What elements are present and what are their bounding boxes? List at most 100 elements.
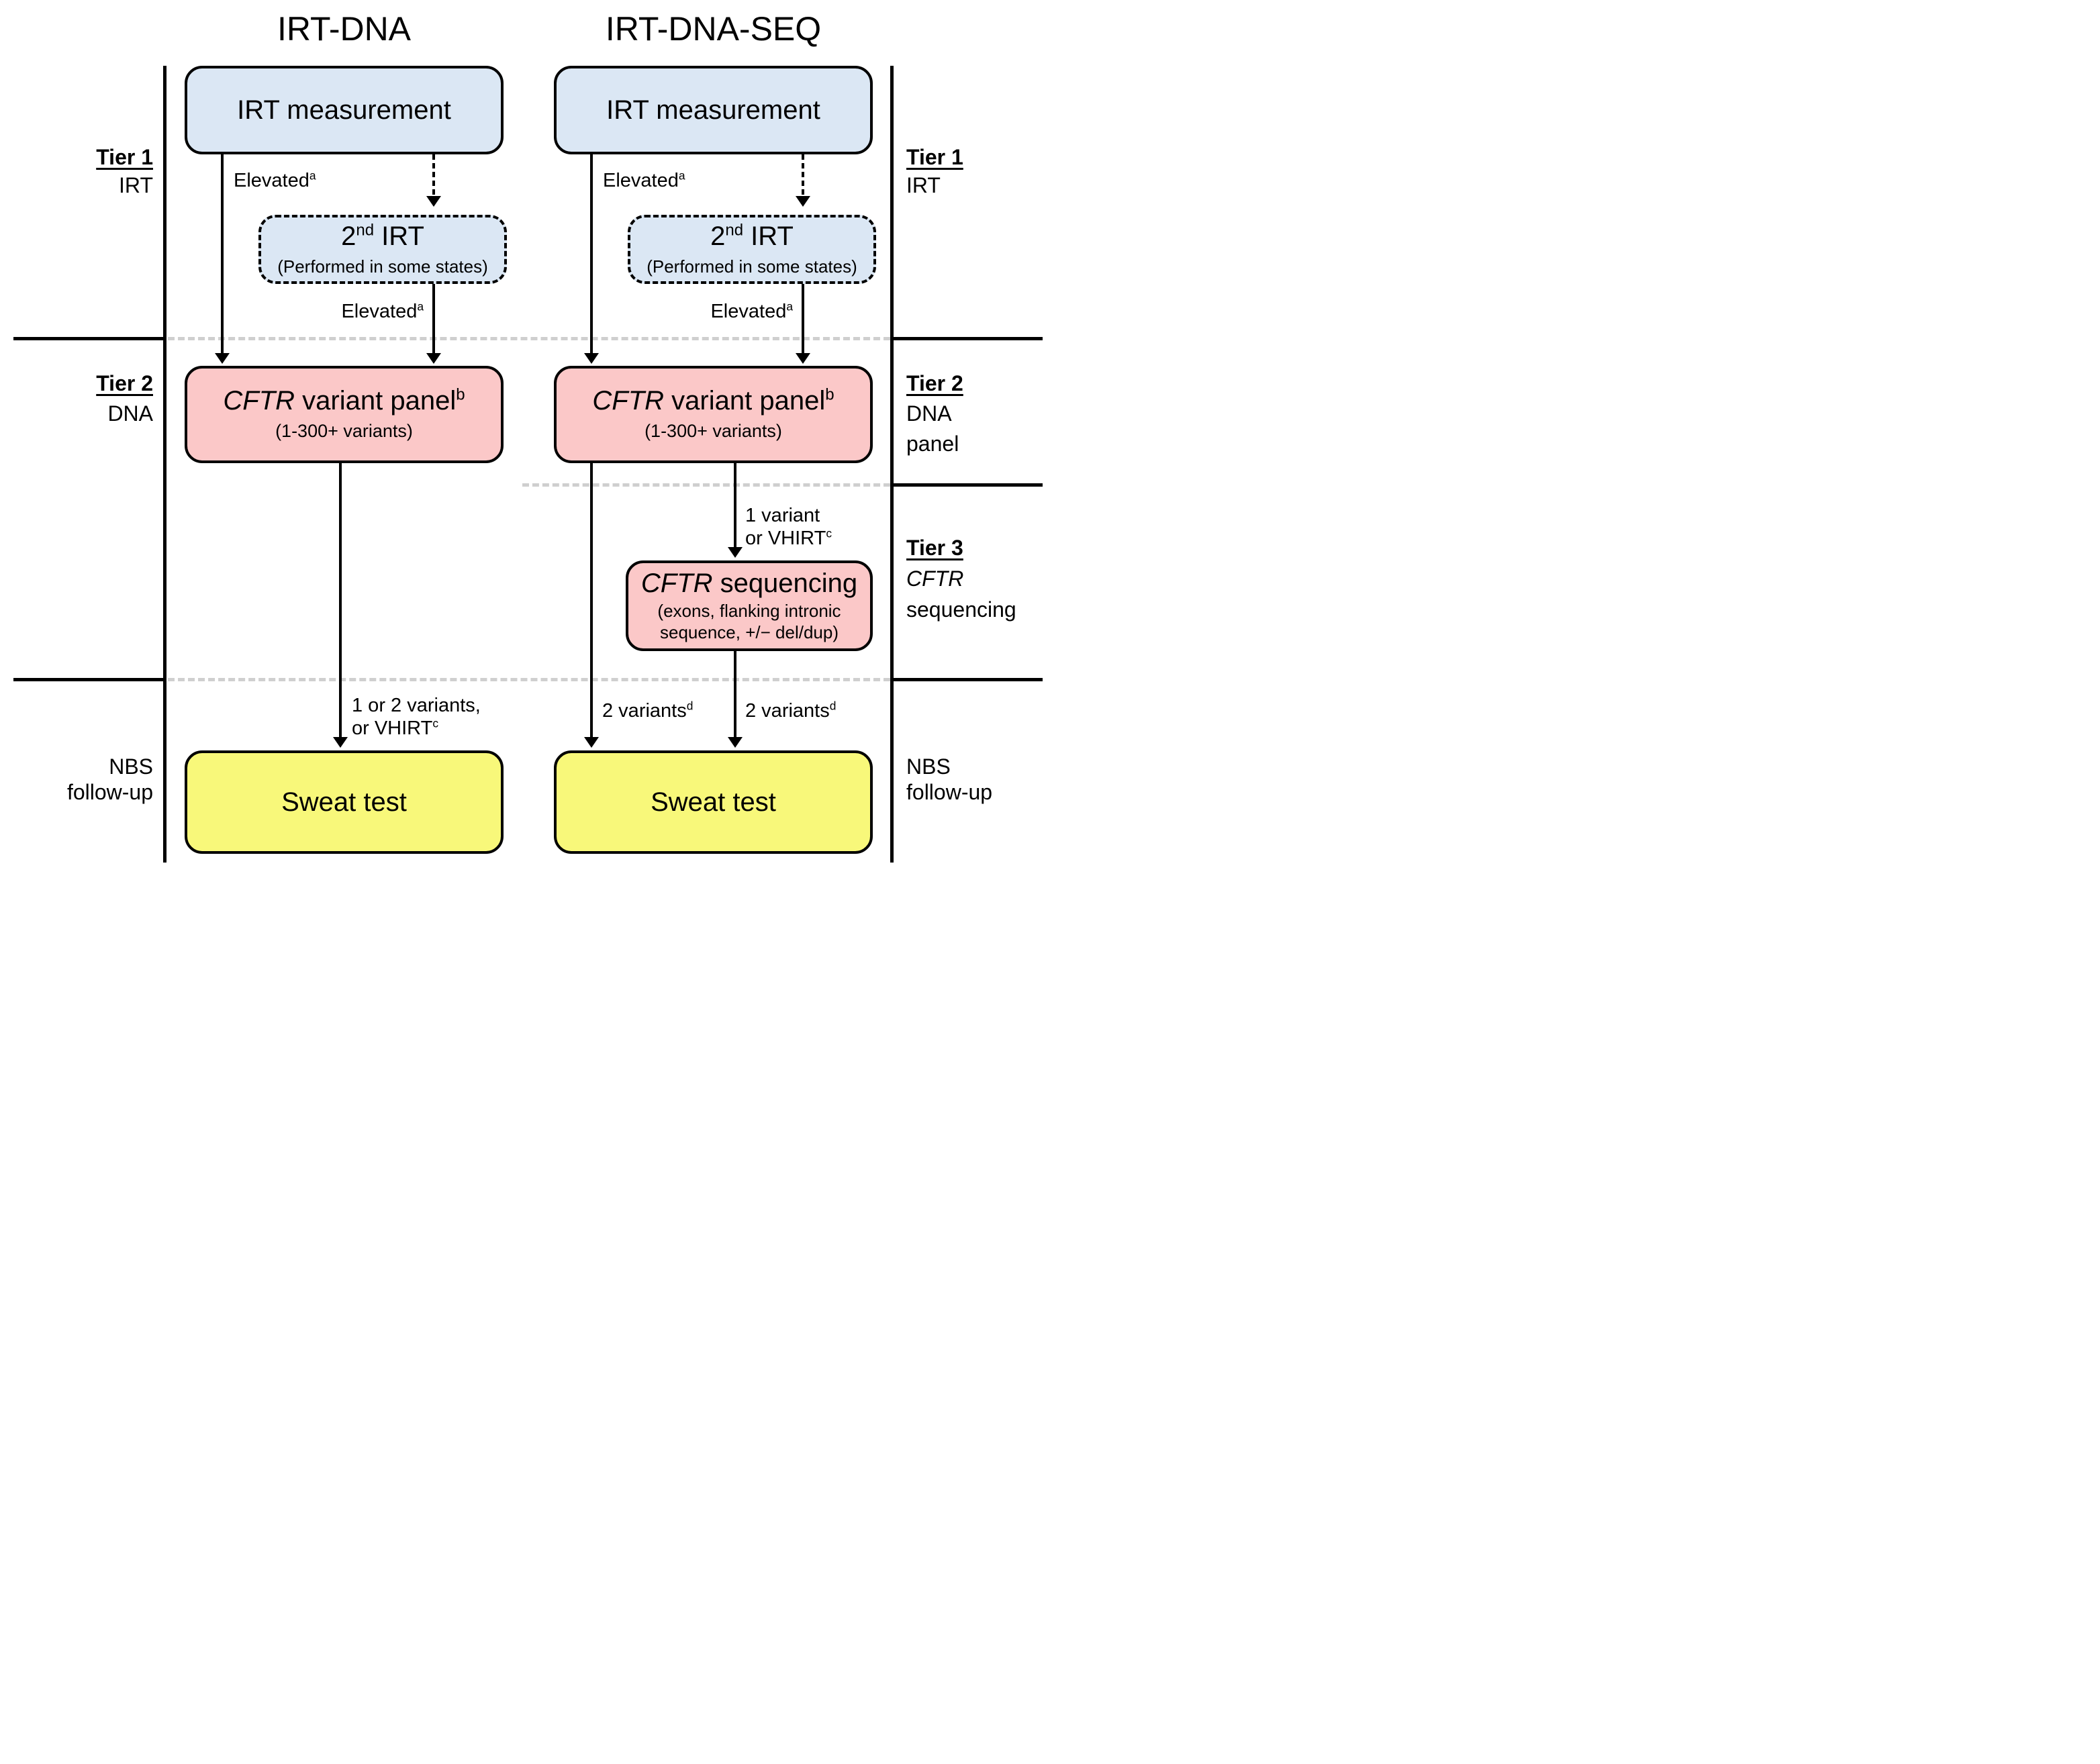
left-variant-panel-footnote: b: [456, 385, 465, 404]
right-sweat-test-box: Sweat test: [554, 750, 873, 854]
right-cftr-sequencing-gene-name: CFTR: [640, 568, 713, 598]
left-rail-line: [163, 66, 166, 863]
column-title-irt-dna: IRT-DNA: [277, 10, 412, 48]
left-panel-to-sweat-label: 1 or 2 variants, or VHIRTc: [352, 695, 481, 740]
left-arrowhead-panel-to-sweat: [333, 737, 348, 748]
left-arrowhead-second-irt-to-panel: [426, 353, 441, 364]
left-panel-to-sweat-label-line2-footnote: c: [432, 716, 439, 730]
right-elevated-label-2: Elevateda: [668, 301, 793, 324]
right-two-variants-left-text: 2 variants: [602, 700, 687, 722]
right-arrow-irt-to-second-irt-dashed-line: [802, 154, 804, 195]
right-panel-to-sequencing-label-line2: or VHIRTc: [745, 526, 832, 550]
right-cftr-sequencing-text: sequencing: [712, 568, 858, 598]
right-variant-panel-note: (1-300+ variants): [645, 421, 782, 442]
right-tier3-sublabel-cftr: CFTR: [906, 567, 964, 591]
right-arrow-sequencing-to-sweat-line: [734, 651, 736, 737]
left-second-irt-box: 2nd IRT (Performed in some states): [258, 215, 507, 284]
left-tier2-heading: Tier 2: [96, 371, 153, 395]
left-irt-measurement-label: IRT measurement: [237, 95, 451, 125]
left-second-irt-label: 2nd IRT: [341, 222, 424, 251]
left-elevated-label-1-text: Elevated: [234, 170, 309, 191]
left-arrow-second-irt-to-panel-line: [432, 284, 435, 353]
right-panel-to-sequencing-label-line1: 1 variant: [745, 505, 820, 526]
right-tier3-heading: Tier 3: [906, 536, 963, 560]
right-tier2-sublabel-dna: DNA: [906, 401, 952, 426]
left-second-irt-ordinal: nd: [356, 221, 375, 240]
right-panel-to-sequencing-label: 1 variant or VHIRTc: [745, 505, 832, 550]
right-panel-to-sequencing-label-line2-text: or VHIRT: [745, 527, 826, 549]
right-tick-tier1-tier2: [894, 337, 1043, 340]
right-arrow-second-irt-to-panel-line: [802, 284, 804, 353]
right-two-variants-right-footnote: d: [829, 699, 837, 713]
right-second-irt-rest: IRT: [743, 221, 794, 251]
tier-nbs-divider-dashed-line: [168, 678, 890, 681]
right-two-variants-label-right: 2 variantsd: [745, 700, 836, 723]
right-arrowhead-panel-to-sequencing: [728, 547, 743, 558]
right-panel-to-sequencing-label-line2-footnote: c: [826, 526, 832, 540]
right-arrowhead-second-irt-to-panel: [796, 353, 810, 364]
left-tier1-heading: Tier 1: [96, 145, 153, 169]
left-tick-tier1-tier2: [13, 337, 163, 340]
right-cftr-sequencing-note: (exons, flanking intronic sequence, +/− …: [657, 600, 841, 643]
left-elevated-label-1: Elevateda: [234, 170, 316, 193]
right-variant-panel-text: variant panel: [664, 386, 826, 416]
right-tier2-heading: Tier 2: [906, 371, 963, 395]
right-arrow-panel-to-sweat-line: [590, 463, 593, 737]
left-sweat-test-box: Sweat test: [185, 750, 504, 854]
right-variant-panel-footnote: b: [825, 385, 834, 404]
column-title-irt-dna-seq: IRT-DNA-SEQ: [605, 10, 822, 48]
right-irt-measurement-box: IRT measurement: [554, 66, 873, 154]
right-sweat-test-label: Sweat test: [651, 787, 776, 817]
right-two-variants-label-left: 2 variantsd: [602, 700, 693, 723]
left-tick-tier2-nbs: [13, 678, 163, 681]
right-cftr-sequencing-box: CFTR sequencing (exons, flanking introni…: [626, 560, 873, 651]
right-second-irt-ordinal: nd: [725, 221, 744, 240]
right-two-variants-left-footnote: d: [686, 699, 694, 713]
right-tier1-heading: Tier 1: [906, 145, 963, 169]
left-variant-panel-text: variant panel: [295, 386, 457, 416]
left-nbs-label-line1: NBS: [109, 754, 153, 779]
left-elevated-label-2-footnote: a: [417, 299, 424, 313]
right-cftr-gene-name: CFTR: [592, 386, 665, 416]
right-arrowhead-irt-to-panel: [584, 353, 599, 364]
left-panel-to-sweat-label-line2: or VHIRTc: [352, 716, 481, 740]
right-arrowhead-panel-to-sweat: [584, 737, 599, 748]
left-arrow-irt-to-second-irt-dashed-line: [432, 154, 435, 195]
right-nbs-label-line2: follow-up: [906, 780, 993, 804]
right-cftr-variant-panel-label: CFTR variant panelb: [592, 386, 834, 415]
left-nbs-label-line2: follow-up: [66, 780, 153, 804]
left-tier2-sublabel: DNA: [107, 401, 153, 426]
right-elevated-label-2-footnote: a: [786, 299, 793, 313]
right-arrow-irt-to-panel-line: [590, 154, 593, 353]
left-second-irt-rest: IRT: [374, 221, 424, 251]
right-cftr-variant-panel-box: CFTR variant panelb (1-300+ variants): [554, 366, 873, 463]
left-cftr-gene-name: CFTR: [223, 386, 295, 416]
right-elevated-label-1-footnote: a: [678, 168, 685, 183]
right-arrowhead-irt-to-second-irt: [796, 196, 810, 207]
right-tier1-sublabel: IRT: [906, 173, 941, 197]
right-two-variants-right-text: 2 variants: [745, 700, 830, 722]
left-irt-measurement-box: IRT measurement: [185, 66, 504, 154]
left-elevated-label-2: Elevateda: [299, 301, 424, 324]
right-nbs-label-line1: NBS: [906, 754, 951, 779]
right-tier2-sublabel-panel: panel: [906, 432, 959, 456]
right-tier3-sublabel-sequencing: sequencing: [906, 597, 1016, 622]
tier2-tier3-divider-dashed-line: [522, 483, 890, 487]
left-arrow-panel-to-sweat-line: [339, 463, 342, 737]
tier1-tier2-divider-dashed-line: [168, 337, 890, 340]
left-cftr-variant-panel-box: CFTR variant panelb (1-300+ variants): [185, 366, 504, 463]
right-elevated-label-2-text: Elevated: [710, 301, 787, 322]
right-cftr-sequencing-label: CFTR sequencing: [641, 569, 857, 598]
left-arrowhead-irt-to-panel: [215, 353, 230, 364]
left-elevated-label-1-footnote: a: [309, 168, 316, 183]
left-tier1-sublabel: IRT: [119, 173, 153, 197]
right-second-irt-box: 2nd IRT (Performed in some states): [628, 215, 876, 284]
left-cftr-variant-panel-label: CFTR variant panelb: [223, 386, 465, 415]
right-tick-tier2-tier3: [894, 483, 1043, 487]
left-arrow-irt-to-panel-line: [221, 154, 224, 353]
right-tick-tier3-nbs: [894, 678, 1043, 681]
left-arrowhead-irt-to-second-irt: [426, 196, 441, 207]
left-second-irt-num: 2: [341, 221, 356, 251]
left-elevated-label-2-text: Elevated: [341, 301, 418, 322]
right-second-irt-label: 2nd IRT: [710, 222, 794, 251]
